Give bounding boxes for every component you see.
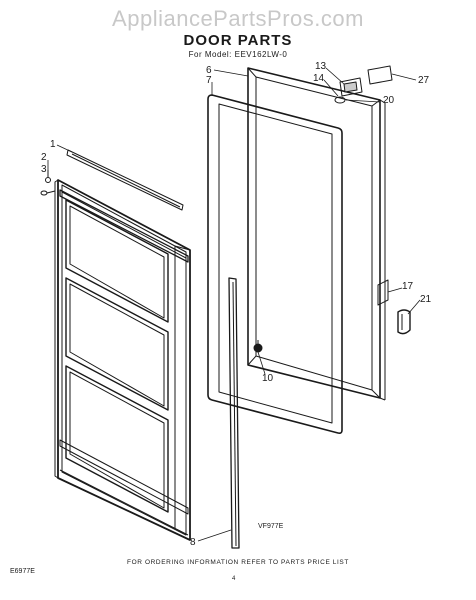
breaker-strip	[228, 277, 240, 549]
hinge-washer	[334, 96, 346, 104]
outer-door-panel	[247, 67, 386, 401]
handle-bracket	[377, 279, 411, 335]
callout-14: 14	[313, 73, 325, 84]
callout-7: 7	[206, 75, 212, 86]
callout-21: 21	[420, 294, 432, 305]
page-title: DOOR PARTS	[183, 32, 293, 49]
callout-10: 10	[262, 373, 274, 384]
callout-27: 27	[418, 75, 430, 86]
trim-screw-2	[40, 190, 56, 196]
hinge-bracket	[339, 77, 363, 97]
leader-lines	[47, 67, 421, 542]
document-code: E6977E	[10, 568, 35, 575]
callout-3: 3	[41, 164, 47, 175]
callout-6: 6	[206, 65, 212, 76]
page-number: 4	[232, 576, 236, 582]
ordering-note: FOR ORDERING INFORMATION REFER TO PARTS …	[127, 559, 349, 566]
callout-2: 2	[41, 152, 47, 163]
watermark: AppliancePartsPros.com	[112, 6, 364, 31]
callout-1: 1	[50, 139, 56, 150]
model-line: For Model: EEV162LW-0	[188, 50, 288, 59]
callout-20: 20	[383, 95, 395, 106]
callout-17: 17	[402, 281, 414, 292]
figure-code: VF977E	[258, 523, 284, 530]
top-trim-strip	[66, 149, 184, 211]
inner-door-liner	[54, 179, 191, 541]
hinge-cover	[367, 65, 393, 85]
door-gasket	[207, 94, 343, 434]
door-plug	[253, 340, 263, 353]
callout-8: 8	[190, 537, 196, 548]
callout-13: 13	[315, 61, 327, 72]
